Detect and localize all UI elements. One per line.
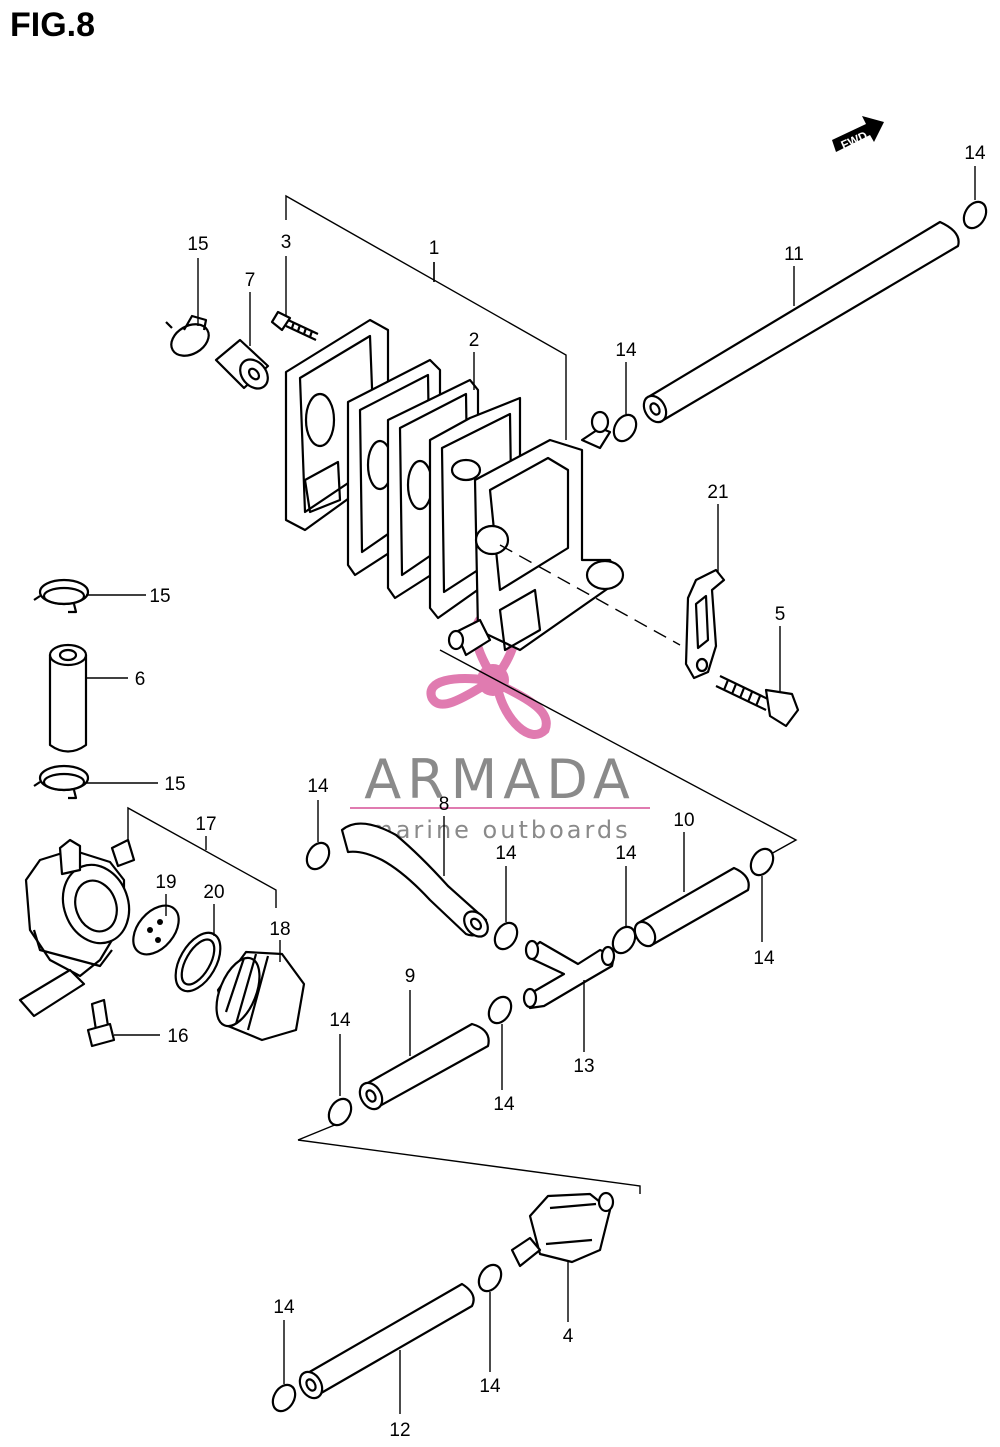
callout-12: 12 <box>389 1420 410 1441</box>
callout-4: 4 <box>563 1326 574 1347</box>
clip-14 <box>305 841 331 871</box>
callout-6: 6 <box>135 669 146 690</box>
callout-14-a: 14 <box>964 143 986 164</box>
callout-labels: 1 2 3 4 5 6 7 8 9 10 11 12 13 14 14 14 1… <box>135 143 986 1441</box>
leader-lines <box>86 166 976 1414</box>
callout-20: 20 <box>203 882 224 903</box>
callout-14-h: 14 <box>493 1094 515 1115</box>
screw-3 <box>270 310 319 341</box>
t-joint-13 <box>522 939 616 1010</box>
hose-9 <box>358 1022 490 1111</box>
clip-14 <box>477 1263 503 1293</box>
callout-13: 13 <box>573 1056 594 1077</box>
callout-2: 2 <box>469 330 480 351</box>
hose-10 <box>633 866 750 948</box>
clip-14 <box>493 921 519 951</box>
fuel-filter-4 <box>510 1191 615 1268</box>
clip-14-group <box>271 200 988 1413</box>
callout-1: 1 <box>429 238 440 259</box>
fuel-valve-17 <box>18 806 277 1018</box>
clip-14 <box>611 925 637 955</box>
callout-14-c: 14 <box>307 776 329 797</box>
callout-15-a: 15 <box>187 234 208 255</box>
bolt-5 <box>715 675 800 728</box>
callout-14-f: 14 <box>753 948 775 969</box>
watermark: ARMADA marine outboards <box>350 605 650 844</box>
callout-16: 16 <box>167 1026 188 1047</box>
callout-15-c: 15 <box>164 774 185 795</box>
washer-19 <box>132 904 180 956</box>
callout-17: 17 <box>195 814 216 835</box>
bolt-centerline <box>499 544 681 646</box>
callout-10: 10 <box>673 810 694 831</box>
callout-11: 11 <box>784 244 804 265</box>
fwd-label: FWD <box>839 128 870 152</box>
clip-14 <box>327 1097 353 1127</box>
watermark-tagline: marine outboards <box>369 816 630 844</box>
callout-14-j: 14 <box>273 1297 295 1318</box>
callout-21: 21 <box>707 482 728 503</box>
clip-14 <box>749 847 775 877</box>
callout-14-b: 14 <box>615 340 637 361</box>
screw-16 <box>86 998 116 1048</box>
callout-5: 5 <box>775 604 786 625</box>
callout-14-i: 14 <box>479 1376 501 1397</box>
figure-title: FIG.8 <box>10 6 96 44</box>
hose-clamp-15-low <box>33 764 90 800</box>
callout-14-g: 14 <box>329 1010 351 1031</box>
hose-clamp-15-top <box>165 314 210 357</box>
clip-14 <box>612 413 638 443</box>
callout-15-b: 15 <box>149 586 170 607</box>
hose-6 <box>48 643 88 753</box>
callout-7: 7 <box>245 270 256 291</box>
clip-14 <box>962 200 988 230</box>
hose-11 <box>642 220 960 424</box>
hose-12 <box>298 1282 475 1400</box>
clip-14 <box>487 995 513 1025</box>
callout-14-d: 14 <box>495 843 517 864</box>
sleeve-7 <box>214 338 270 390</box>
clip-14 <box>271 1383 297 1413</box>
bracket-21 <box>684 568 726 680</box>
callout-14-e: 14 <box>615 843 637 864</box>
callout-18: 18 <box>269 919 290 940</box>
filter-cup-18 <box>215 950 306 1042</box>
callout-8: 8 <box>439 794 450 815</box>
watermark-brand: ARMADA <box>364 748 636 811</box>
pump-cover <box>447 410 625 657</box>
callout-9: 9 <box>405 966 416 987</box>
hose-clamp-15-mid <box>33 578 90 614</box>
propeller-hub-icon <box>477 664 509 696</box>
callout-19: 19 <box>155 872 176 893</box>
fwd-arrow-icon: FWD <box>832 116 884 152</box>
hose-8 <box>340 822 489 938</box>
callout-3: 3 <box>281 232 292 253</box>
